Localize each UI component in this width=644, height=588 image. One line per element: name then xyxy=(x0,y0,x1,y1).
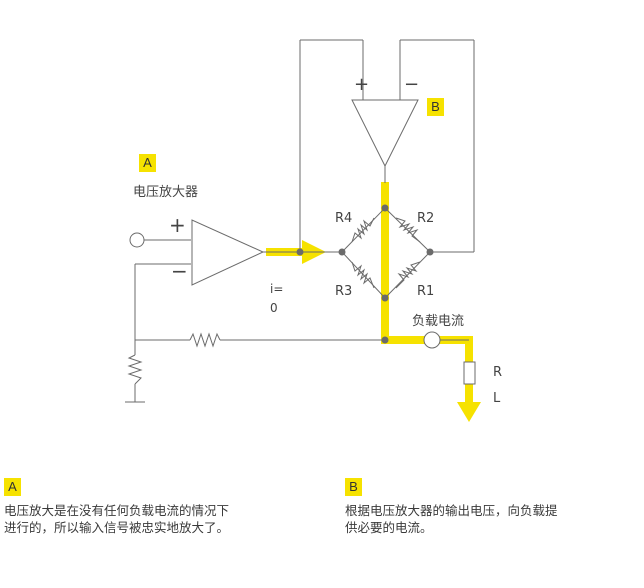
current-label-i: i= xyxy=(270,282,283,296)
voltage-amp-label: 电压放大器 xyxy=(133,185,198,200)
resistor-r1 xyxy=(395,261,421,289)
note-b-line2: 供必要的电流。 xyxy=(345,520,433,535)
resistor-r3 xyxy=(351,261,375,289)
load-label-l: L xyxy=(493,391,501,406)
note-a: 电压放大是在没有任何负载电流的情况下 进行的，所以输入信号被忠实地放大了。 xyxy=(4,502,304,536)
junction-nodes xyxy=(296,204,434,344)
load-resistor xyxy=(463,361,476,385)
label-r3: R3 xyxy=(335,284,352,299)
badge-b-note: B xyxy=(345,478,362,496)
note-a-line1: 电压放大是在没有任何负载电流的情况下 xyxy=(4,503,230,518)
label-r4: R4 xyxy=(335,211,352,226)
resistor-bottom xyxy=(189,332,221,348)
badge-a-diagram: A xyxy=(139,154,156,172)
load-current-label: 负载电流 xyxy=(412,314,464,329)
input-terminal xyxy=(129,232,145,248)
minus-sign: − xyxy=(171,259,188,283)
label-r2: R2 xyxy=(417,211,434,226)
note-b-line1: 根据电压放大器的输出电压，向负载提 xyxy=(345,503,558,518)
plus-sign: + xyxy=(169,213,186,237)
resistor-r4 xyxy=(351,217,375,243)
circuit-wires xyxy=(125,39,475,403)
resistor-zigzags xyxy=(127,217,421,385)
badge-a-note: A xyxy=(4,478,21,496)
badge-b-diagram: B xyxy=(427,98,444,116)
label-r1: R1 xyxy=(417,284,434,299)
opamp-b-plus: + xyxy=(354,74,369,95)
resistor-r2 xyxy=(395,217,421,243)
opamp-b-minus: − xyxy=(404,74,419,95)
note-b: 根据电压放大器的输出电压，向负载提 供必要的电流。 xyxy=(345,502,635,536)
resistor-vertical xyxy=(127,354,143,385)
current-meter xyxy=(423,331,441,349)
load-label-r: R xyxy=(493,365,502,380)
note-a-line2: 进行的，所以输入信号被忠实地放大了。 xyxy=(4,520,230,535)
current-label-zero: 0 xyxy=(270,301,278,315)
